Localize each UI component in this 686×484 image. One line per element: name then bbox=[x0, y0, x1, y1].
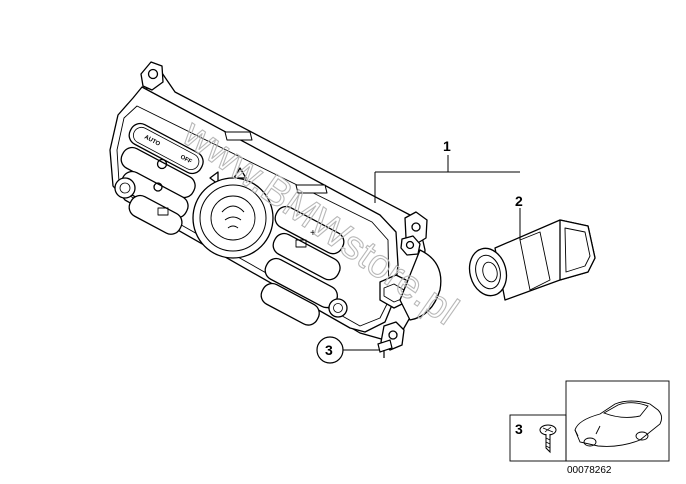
screw-icon bbox=[539, 424, 557, 454]
car-locator-icon bbox=[574, 400, 663, 447]
right-knob bbox=[328, 298, 348, 318]
diagram-id: 00078262 bbox=[567, 465, 612, 476]
button-rear-defrost bbox=[128, 194, 183, 235]
legend-box bbox=[509, 380, 670, 462]
climate-control-panel: + bbox=[109, 61, 442, 351]
screw-part bbox=[377, 339, 393, 358]
left-knob bbox=[114, 177, 136, 199]
blower-switch-part bbox=[468, 219, 596, 301]
callout-circle-3 bbox=[316, 336, 344, 364]
leader-lines bbox=[343, 155, 521, 351]
callout-label-2: 2 bbox=[515, 193, 523, 209]
button-front-defrost bbox=[272, 232, 341, 281]
button-auto bbox=[128, 122, 204, 175]
button-air-down bbox=[260, 282, 320, 326]
central-rotary-knob bbox=[192, 177, 274, 259]
svg-text:+: + bbox=[310, 228, 316, 239]
callout-label-3: 3 bbox=[325, 342, 333, 358]
legend-label-3: 3 bbox=[515, 421, 523, 437]
callout-label-1: 1 bbox=[443, 138, 451, 154]
panel-text-off: OFF bbox=[179, 154, 193, 165]
